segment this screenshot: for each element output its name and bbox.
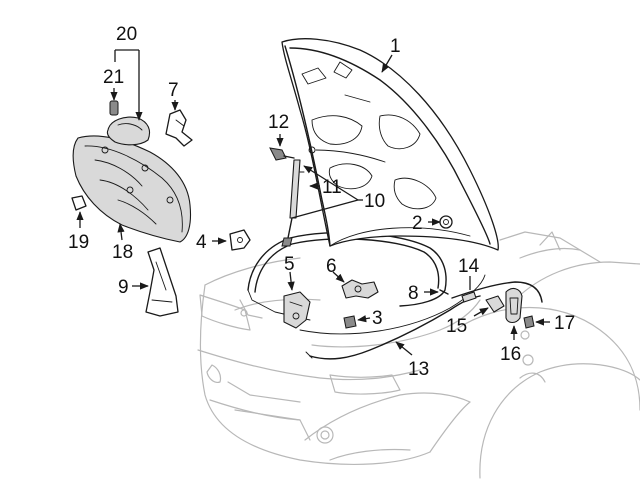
hood-latch: [283, 291, 311, 329]
hood-bumper-grommet: [439, 215, 453, 229]
callout-5: 5: [284, 254, 295, 275]
hood-hinge-bracket: [165, 109, 193, 147]
callout-16: 16: [500, 344, 521, 365]
insulation-clip: [71, 195, 87, 211]
callout-19: 19: [68, 232, 89, 253]
callout-9: 9: [118, 277, 129, 298]
cable-guide: [439, 289, 449, 295]
callout-18: 18: [112, 242, 133, 263]
vehicle-body-outline: [197, 231, 640, 479]
callout-4: 4: [196, 232, 207, 253]
release-handle-cable: [451, 281, 543, 303]
callout-13: 13: [408, 359, 429, 380]
cable-bracket: [485, 295, 505, 313]
callout-20: 20: [116, 24, 137, 45]
hood-insulation-pad: [72, 135, 192, 243]
pad-clip: [109, 100, 119, 116]
callout-labels: 1 2 3 4 5 6 7 8 9 10 11 12 13 14 15 16 1…: [68, 24, 575, 380]
handle-cover: [523, 315, 535, 329]
callout-1: 1: [390, 36, 401, 57]
callout-15: 15: [446, 316, 467, 337]
callout-2: 2: [412, 213, 423, 234]
callout-11: 11: [322, 177, 342, 198]
hood-support-strut: [281, 159, 305, 247]
callout-8: 8: [408, 283, 419, 304]
hood-striker: [343, 315, 357, 329]
callout-3: 3: [372, 308, 383, 329]
hood-panel: [281, 38, 499, 251]
release-handle: [505, 287, 523, 324]
hood-release-lever: [341, 279, 379, 299]
strut-ball-stud: [269, 147, 295, 161]
callout-14: 14: [458, 256, 480, 277]
hood-pad-cover: [106, 116, 151, 146]
callout-6: 6: [326, 256, 337, 277]
callout-17: 17: [554, 313, 575, 334]
callout-7: 7: [168, 80, 179, 101]
lock-support-bracket: [145, 247, 179, 317]
callout-12: 12: [268, 112, 289, 133]
callout-21: 21: [103, 67, 124, 88]
leader-lines: [76, 49, 550, 356]
hinge-clip: [229, 229, 251, 251]
callout-10: 10: [364, 191, 385, 212]
